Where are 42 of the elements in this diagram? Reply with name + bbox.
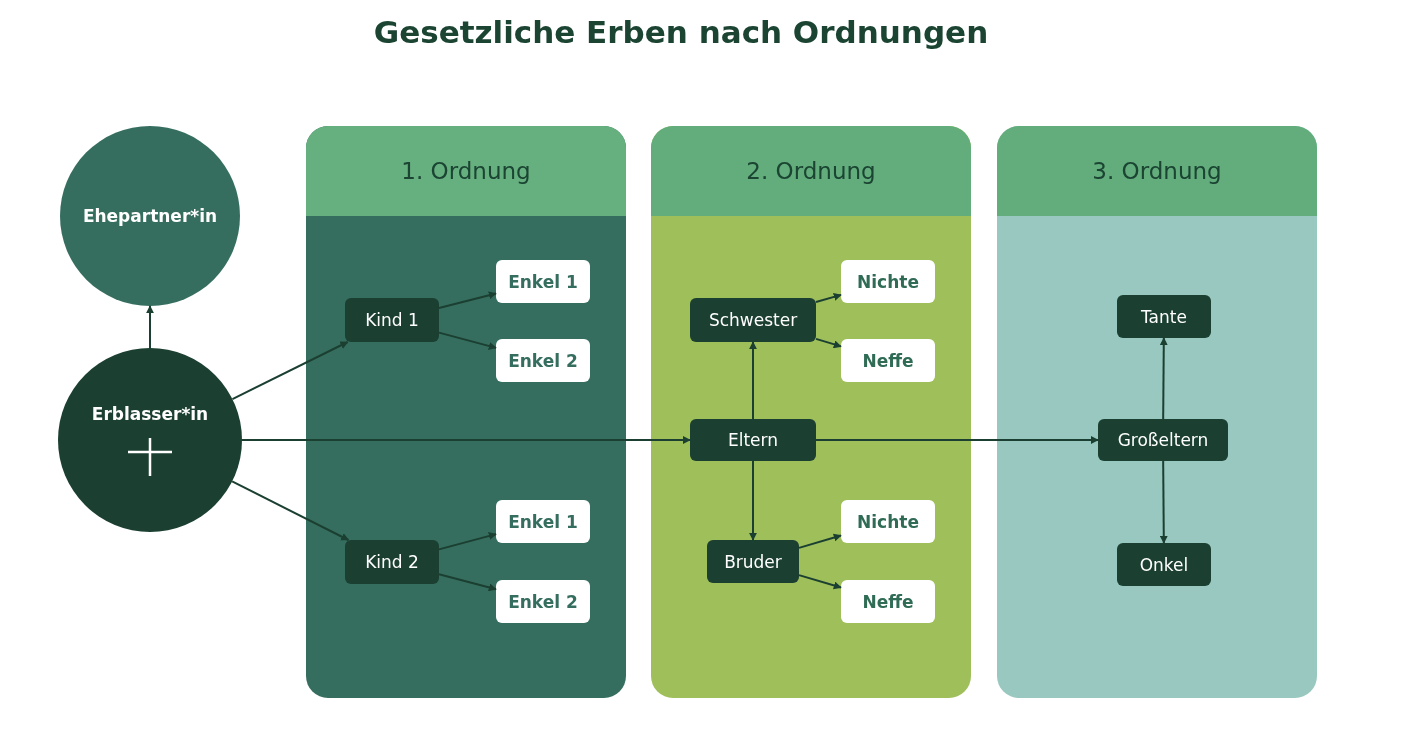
circle-label: Ehepartner*in bbox=[82, 206, 218, 226]
person-box: Onkel bbox=[1117, 543, 1211, 586]
arrow bbox=[1159, 460, 1168, 544]
arrow bbox=[438, 573, 497, 592]
arrow bbox=[1159, 337, 1168, 420]
person-box: Enkel 2 bbox=[496, 580, 590, 623]
arrow bbox=[749, 460, 757, 541]
column-panel bbox=[306, 126, 626, 698]
arrow bbox=[815, 293, 842, 304]
arrow bbox=[241, 436, 691, 444]
arrow bbox=[438, 291, 497, 309]
person-box: Eltern bbox=[690, 419, 816, 461]
person-box: Großeltern bbox=[1098, 419, 1228, 461]
person-box: Kind 2 bbox=[345, 540, 439, 584]
arrow bbox=[231, 480, 350, 541]
arrow bbox=[798, 574, 842, 590]
person-box: Kind 1 bbox=[345, 298, 439, 342]
arrow bbox=[438, 331, 497, 350]
arrow bbox=[438, 532, 497, 551]
column-heading: 2. Ordnung bbox=[651, 126, 971, 216]
person-box: Enkel 1 bbox=[496, 260, 590, 303]
circle-label: Erblasser*in bbox=[91, 404, 209, 424]
column-heading: 1. Ordnung bbox=[306, 126, 626, 216]
person-box: Tante bbox=[1117, 295, 1211, 338]
arrow bbox=[815, 436, 1099, 444]
person-box: Nichte bbox=[841, 500, 935, 543]
person-box: Schwester bbox=[690, 298, 816, 342]
person-box: Neffe bbox=[841, 580, 935, 623]
diagram-title: Gesetzliche Erben nach Ordnungen bbox=[372, 14, 990, 50]
person-box: Neffe bbox=[841, 339, 935, 382]
arrow bbox=[815, 337, 842, 349]
person-box: Enkel 1 bbox=[496, 500, 590, 543]
column-panel bbox=[997, 126, 1317, 698]
arrow bbox=[146, 305, 154, 349]
person-box: Bruder bbox=[707, 540, 799, 583]
column-panel bbox=[651, 126, 971, 698]
person-box: Nichte bbox=[841, 260, 935, 303]
arrow bbox=[798, 533, 842, 549]
arrow bbox=[231, 341, 349, 401]
column-heading: 3. Ordnung bbox=[997, 126, 1317, 216]
arrow bbox=[749, 341, 757, 420]
person-box: Enkel 2 bbox=[496, 339, 590, 382]
